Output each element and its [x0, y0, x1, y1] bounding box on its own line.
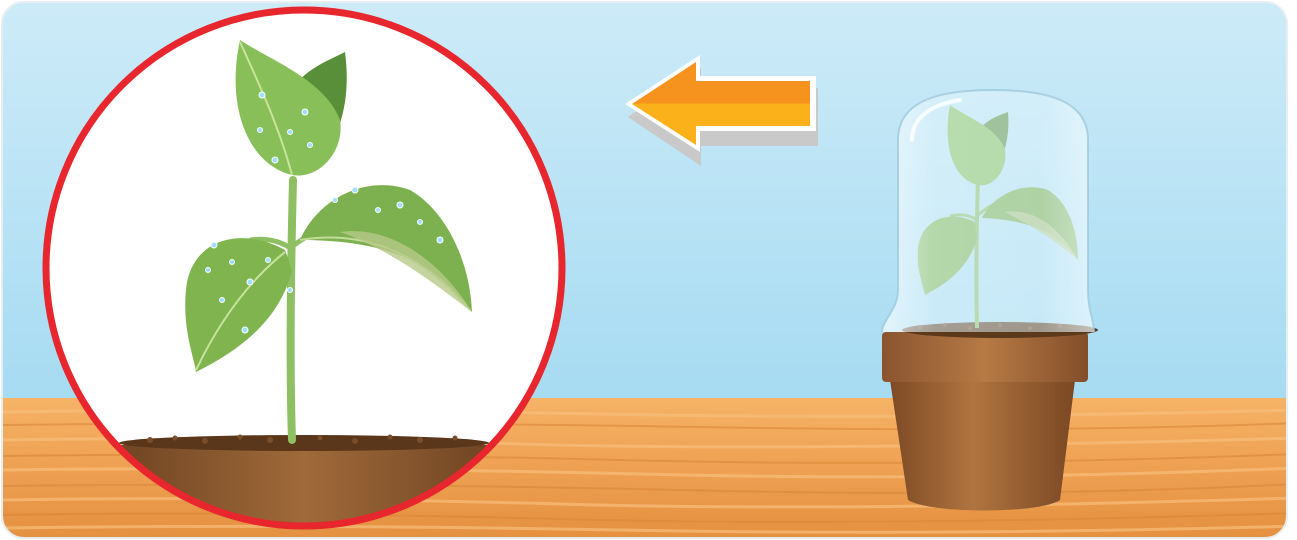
bell-jar: [882, 90, 1094, 332]
potted-plant: [882, 90, 1098, 511]
flower-pot: [890, 380, 1075, 511]
